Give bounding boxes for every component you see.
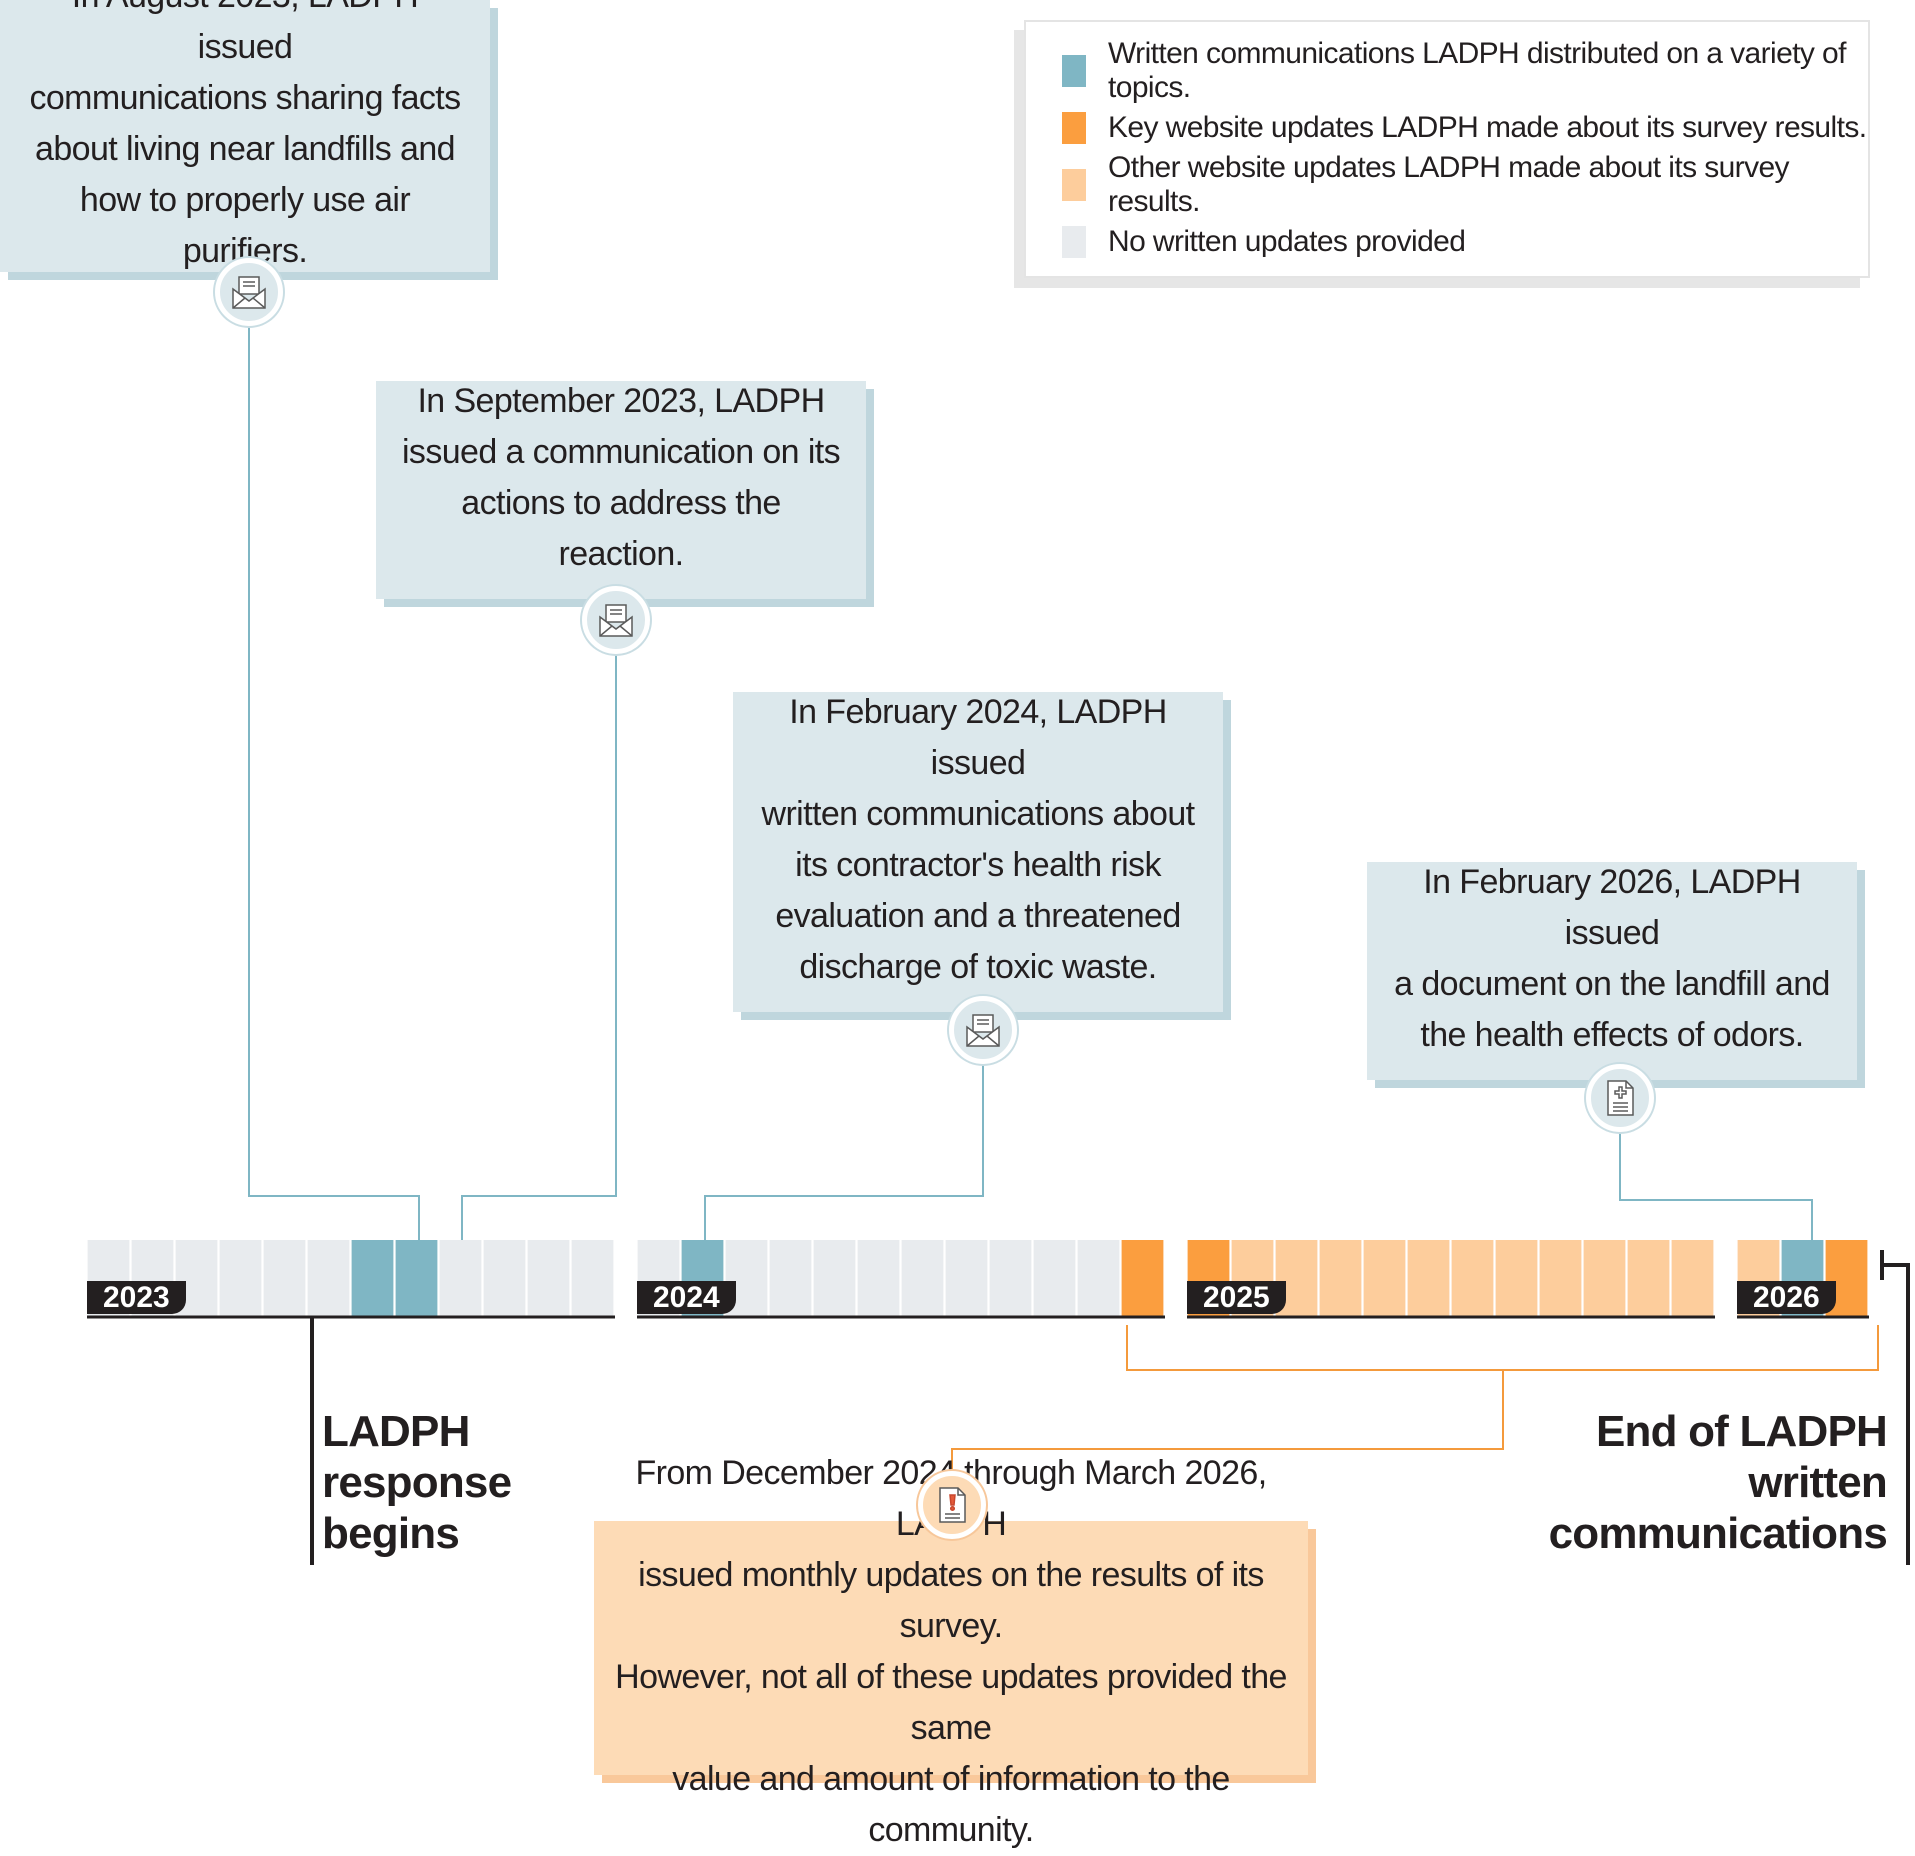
- alert-document-icon: [918, 1471, 986, 1539]
- legend-label-other: Other website updates LADPH made about i…: [1108, 150, 1790, 218]
- legend-swatch-none: [1062, 225, 1086, 258]
- legend-item-key: Key website updates LADPH made about its…: [1062, 99, 1868, 156]
- envelope-icon: [949, 996, 1017, 1064]
- callout-monthly-updates: From December 2024 through March 2026, L…: [594, 1454, 1308, 1849]
- month-cell-2025-7: [1451, 1240, 1494, 1317]
- legend-item-written: Written communications LADPH distributed…: [1062, 37, 1868, 104]
- envelope-icon: [582, 586, 650, 654]
- month-cell-2024-7: [901, 1240, 944, 1317]
- month-cell-2025-8: [1495, 1240, 1538, 1317]
- year-tab-2025: 2025: [1187, 1281, 1286, 1314]
- year-tab-2023: 2023: [87, 1281, 186, 1314]
- month-cell-2023-10: [483, 1240, 526, 1317]
- month-cell-2023-9: [439, 1240, 482, 1317]
- month-cell-2024-9: [989, 1240, 1032, 1317]
- callout-sep-2023: In September 2023, LADPH issued a commun…: [376, 381, 866, 599]
- month-cell-2025-6: [1407, 1240, 1450, 1317]
- legend-swatch-other: [1062, 168, 1086, 201]
- label-end-communications: End of LADPH written communications: [1548, 1407, 1888, 1558]
- legend-label-key: Key website updates LADPH made about its…: [1108, 110, 1867, 144]
- month-cell-2023-7: [351, 1240, 394, 1317]
- legend: Written communications LADPH distributed…: [1024, 20, 1870, 278]
- month-cell-2024-12: [1121, 1240, 1164, 1317]
- timeline-months: [87, 1240, 1869, 1319]
- medical-document-icon: [1586, 1064, 1654, 1132]
- month-cell-2023-6: [307, 1240, 350, 1317]
- month-cell-2024-6: [857, 1240, 900, 1317]
- legend-label-none: No written updates provided: [1108, 224, 1466, 258]
- month-cell-2024-4: [769, 1240, 812, 1317]
- month-cell-2023-11: [527, 1240, 570, 1317]
- label-response-begins: LADPH response begins: [322, 1407, 512, 1558]
- month-cell-2024-11: [1077, 1240, 1120, 1317]
- legend-swatch-key: [1062, 111, 1086, 144]
- month-cell-2025-11: [1627, 1240, 1670, 1317]
- month-cell-2024-10: [1033, 1240, 1076, 1317]
- month-cell-2025-9: [1539, 1240, 1582, 1317]
- month-cell-2024-8: [945, 1240, 988, 1317]
- month-cell-2025-5: [1363, 1240, 1406, 1317]
- month-cell-2023-5: [263, 1240, 306, 1317]
- month-cell-2023-4: [219, 1240, 262, 1317]
- month-cell-2025-4: [1319, 1240, 1362, 1317]
- year-tab-2026: 2026: [1737, 1281, 1836, 1314]
- month-cell-2025-12: [1671, 1240, 1714, 1317]
- legend-swatch-written: [1062, 54, 1086, 87]
- callout-feb-2024: In February 2024, LADPH issued written c…: [733, 692, 1223, 1012]
- legend-label-written: Written communications LADPH distributed…: [1108, 36, 1846, 104]
- legend-item-other: Other website updates LADPH made about i…: [1062, 151, 1868, 218]
- callout-aug-2023: In August 2023, LADPH issued communicati…: [0, 0, 490, 272]
- year-tab-2024: 2024: [637, 1281, 736, 1314]
- callout-feb-2026: In February 2026, LADPH issued a documen…: [1367, 862, 1857, 1080]
- month-cell-2024-5: [813, 1240, 856, 1317]
- month-cell-2023-12: [571, 1240, 614, 1317]
- legend-item-none: No written updates provided: [1062, 213, 1868, 270]
- envelope-icon: [215, 258, 283, 326]
- month-cell-2023-8: [395, 1240, 438, 1317]
- month-cell-2025-10: [1583, 1240, 1626, 1317]
